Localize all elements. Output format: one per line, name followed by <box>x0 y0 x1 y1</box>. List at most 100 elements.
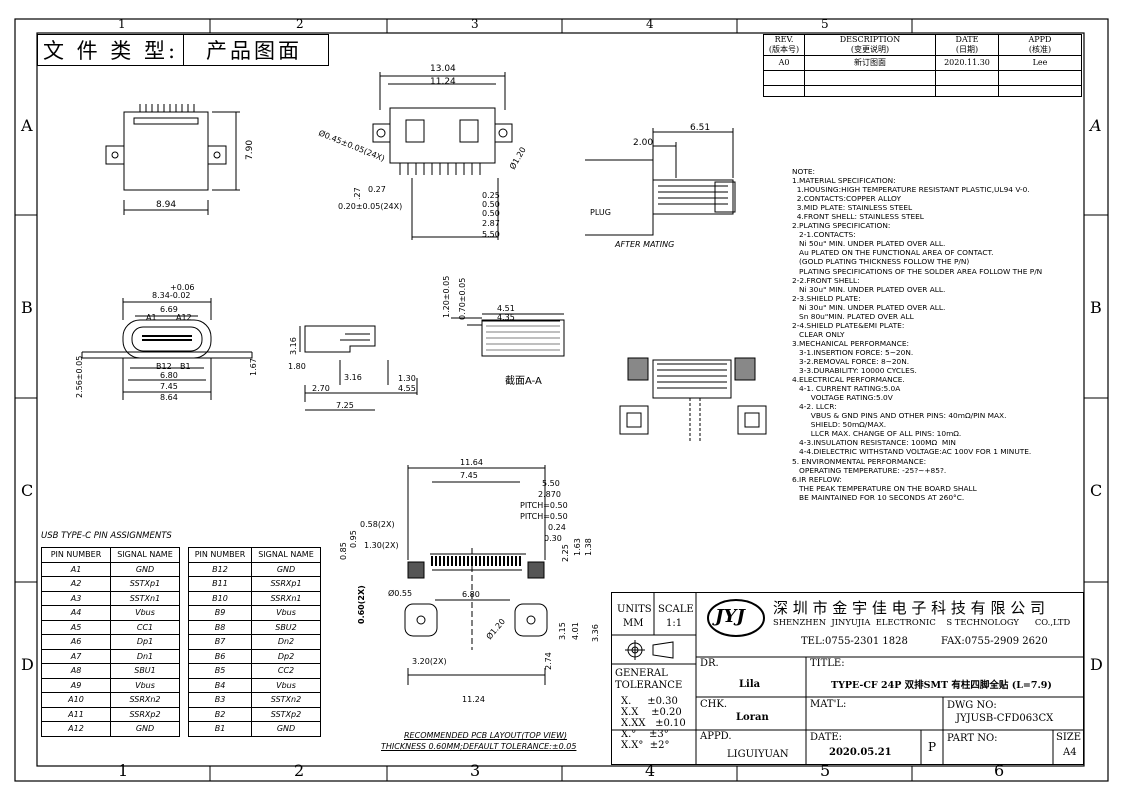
dim-pcb-9: 0.58(2X) <box>360 520 395 529</box>
note-line: 4-1. CURRENT RATING:5.0A <box>792 384 901 394</box>
date-value: 2020.05.21 <box>829 747 892 758</box>
doc-type-box: 文 件 类 型: 产品图面 <box>37 34 329 66</box>
col-label-2-bottom: 2 <box>294 761 305 780</box>
dim-front-7: 0.25 <box>482 191 500 200</box>
units-label: UNITS <box>617 604 652 615</box>
dim-pcb-24: 2.74 <box>544 652 553 670</box>
note-line: 6.IR REFLOW: <box>792 474 842 484</box>
dim-pcb-25: 11.24 <box>462 695 485 704</box>
note-line: 2.PLATING SPECIFICATION: <box>792 221 891 231</box>
size-label: SIZE <box>1056 732 1082 743</box>
note-line: (GOLD PLATING THICKNESS FOLLOW THE P/N) <box>792 257 970 267</box>
part-no-label: PART NO: <box>947 733 998 744</box>
signal-name-cell: GND <box>110 561 180 577</box>
dim-side-5: 2.70 <box>312 384 330 393</box>
pin-number-cell: A6 <box>41 634 111 650</box>
dim-pcb-2: 7.45 <box>460 471 478 480</box>
rev-date: 2020.11.30 <box>935 55 999 71</box>
note-line: BE MAINTAINED FOR 10 SECONDS AT 260°C. <box>792 492 965 502</box>
dim-front-2: 11.24 <box>430 77 456 87</box>
footprint-perspective-view <box>619 357 767 443</box>
pin-number-cell: A2 <box>41 576 111 592</box>
col-label-4: 4 <box>646 17 654 31</box>
row-label-d: D <box>21 655 34 674</box>
note-line: 2-3.SHIELD PLATE: <box>792 293 861 303</box>
note-line: Sn 80u"MIN. PLATED OVER ALL <box>792 311 914 321</box>
signal-name-cell: SSTXp1 <box>110 576 180 592</box>
date-label: DATE: <box>810 732 843 743</box>
dim-section-1: 1.20±0.05 <box>442 276 451 318</box>
dim-end-8: 6.80 <box>160 371 178 380</box>
signal-name-cell: SSTXn2 <box>251 692 321 708</box>
signal-name-cell: Dp1 <box>110 634 180 650</box>
signal-name-cell: SSRXn2 <box>110 692 180 708</box>
dim-end-7: B1 <box>180 362 191 371</box>
signal-name-cell: GND <box>110 721 180 737</box>
note-line: LLCR MAX. CHANGE OF ALL PINS: 10mΩ. <box>792 429 962 439</box>
pin-number-cell: A9 <box>41 677 111 693</box>
pin-number-cell: A4 <box>41 605 111 621</box>
tolerance-item: X. ±0.30 <box>621 696 678 707</box>
note-line: 3-2.REMOVAL FORCE: 8~20N. <box>792 356 910 366</box>
dim-front-1: 13.04 <box>430 64 456 74</box>
col-label-2: 2 <box>296 17 304 31</box>
dim-pcb-19: Ø1.20 <box>484 616 507 641</box>
title-block-grid <box>611 592 1084 765</box>
note-line: 3.MECHANICAL PERFORMANCE: <box>792 338 910 348</box>
signal-name-cell: SBU2 <box>251 619 321 635</box>
company-fax: FAX:0755-2909 2620 <box>941 636 1048 647</box>
note-line: 2-2.FRONT SHELL: <box>792 275 860 285</box>
pcb-caption-1: RECOMMENDED PCB LAYOUT(TOP VIEW) <box>404 731 568 740</box>
pin-number-cell: B12 <box>188 561 252 577</box>
pin-assignment-section: USB TYPE-C PIN ASSIGNMENTS PIN NUMBER SI… <box>41 531 321 737</box>
signal-name-cell: SSRXp2 <box>110 706 180 722</box>
col-label-5: 5 <box>821 17 829 31</box>
pin-number-cell: B8 <box>188 619 252 635</box>
dim-front-6: 0.20±0.05(24X) <box>338 202 402 211</box>
note-line: THE PEAK TEMPERATURE ON THE BOARD SHALL <box>792 483 977 493</box>
connector-side-view <box>299 325 418 411</box>
general-tolerance-label: GENERAL TOLERANCE <box>615 668 683 691</box>
appd-value: LIGUIYUAN <box>727 749 789 760</box>
dim-end-9: 7.45 <box>160 382 178 391</box>
note-line: 1.MATERIAL SPECIFICATION: <box>792 176 896 186</box>
title-block: UNITS MM SCALE 1:1 JYJ 深 圳 市 金 宇 佳 电 子 科… <box>611 592 1084 765</box>
page-label: P <box>928 740 937 754</box>
note-line: Ni 30u" MIN. UNDER PLATED OVER ALL. <box>792 302 946 312</box>
dim-pcb-18: 0.60(2X) <box>357 585 366 624</box>
signal-name-cell: SSRXp1 <box>251 576 321 592</box>
signal-name-cell: SSTXn1 <box>110 590 180 606</box>
connector-top-view <box>105 104 240 215</box>
chk-label: CHK. <box>700 699 728 710</box>
connector-front-view <box>372 72 513 240</box>
pin-number-cell: B10 <box>188 590 252 606</box>
col-label-3-bottom: 3 <box>470 761 481 780</box>
dim-pcb-7: 0.24 <box>548 523 566 532</box>
note-line: 4.ELECTRICAL PERFORMANCE. <box>792 375 905 385</box>
signal-name-cell: SSTXp2 <box>251 706 321 722</box>
dim-pcb-15: 1.38 <box>584 538 593 556</box>
pin-number-cell: A7 <box>41 648 111 664</box>
company-logo-icon <box>707 599 765 637</box>
dim-end-12: 1.67 <box>249 358 258 376</box>
signal-name-cell: Vbus <box>251 677 321 693</box>
signal-name-cell: Dn2 <box>251 634 321 650</box>
pcb-layout-view <box>404 465 548 685</box>
dim-end-1: +0.06 <box>170 283 195 292</box>
dim-end-2: 8.34-0.02 <box>152 291 191 300</box>
pin-number-cell: A5 <box>41 619 111 635</box>
note-line: 5. ENVIRONMENTAL PERFORMANCE: <box>792 456 927 466</box>
dim-front-12: .27 <box>353 187 362 200</box>
pin-header-2: SIGNAL NAME <box>110 547 180 563</box>
note-line: 2-1.CONTACTS: <box>792 230 856 240</box>
pin-number-cell: B9 <box>188 605 252 621</box>
dim-side-2: 1.80 <box>288 362 306 371</box>
dr-label: DR. <box>700 658 719 669</box>
